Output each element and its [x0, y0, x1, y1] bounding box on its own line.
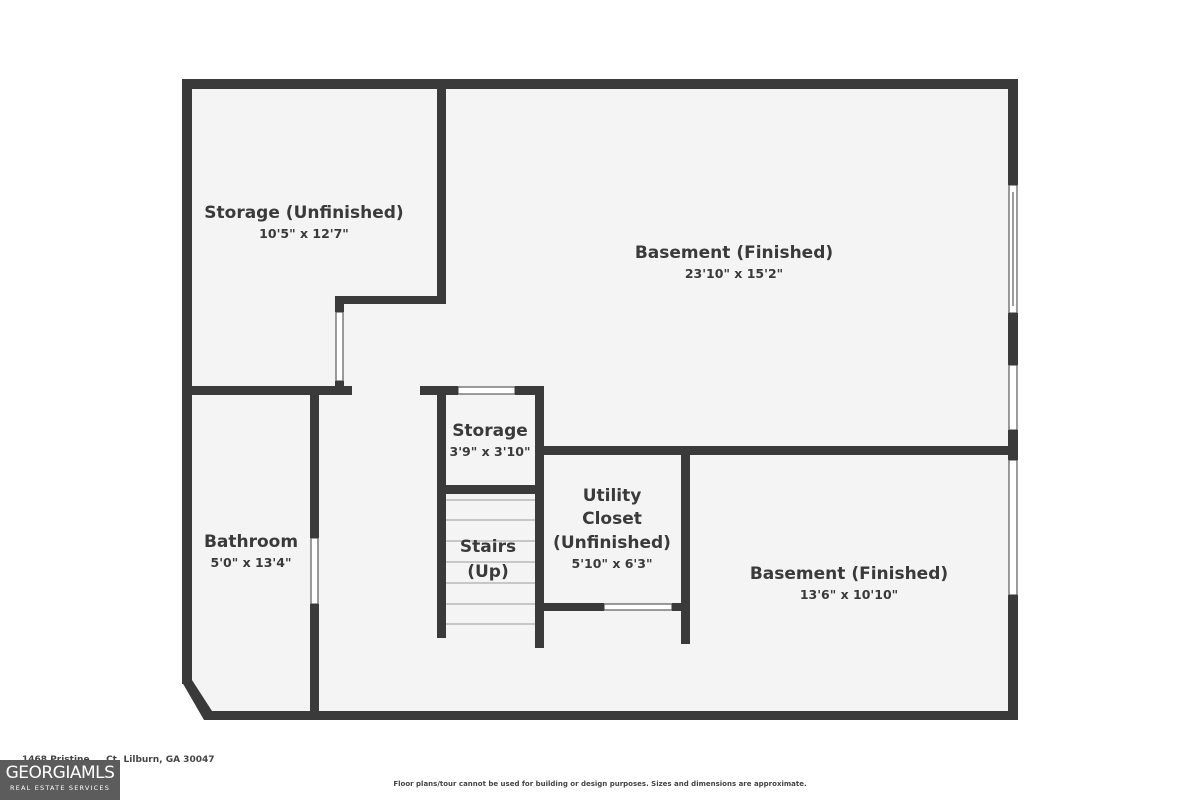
walls — [182, 79, 1018, 720]
svg-text:Storage (Unfinished): Storage (Unfinished) — [204, 203, 403, 223]
room-label-basement-finished-lower: Basement (Finished) 13'6" x 10'10" — [750, 564, 948, 602]
room-label-bathroom: Bathroom 5'0" x 13'4" — [204, 532, 298, 570]
outer-wall-right-a — [1008, 79, 1018, 185]
svg-text:23'10" x 15'2": 23'10" x 15'2" — [685, 266, 783, 281]
room-label-storage-small: Storage 3'9" x 3'10" — [450, 421, 531, 459]
svg-text:5'0" x 13'4": 5'0" x 13'4" — [211, 555, 292, 570]
outer-wall-top — [182, 79, 1018, 89]
outer-wall-right-d — [1008, 595, 1018, 720]
utility-wall-right — [681, 446, 690, 644]
outer-wall-bottom — [204, 711, 1018, 720]
room-label-basement-finished-main: Basement (Finished) 23'10" x 15'2" — [635, 243, 833, 281]
svg-text:13'6" x 10'10": 13'6" x 10'10" — [800, 587, 898, 602]
door-bathroom — [310, 537, 319, 605]
small-storage-wall-left — [437, 386, 446, 638]
svg-text:10'5" x 12'7": 10'5" x 12'7" — [259, 226, 349, 241]
svg-text:(Unfinished): (Unfinished) — [553, 533, 671, 553]
storage-wall-stub — [335, 296, 344, 312]
basement-divider-wall — [535, 446, 1013, 455]
outer-wall-right-b — [1008, 313, 1018, 365]
floor-area — [187, 84, 1013, 715]
disclaimer-text: Floor plans/tour cannot be used for buil… — [393, 780, 807, 788]
storage-wall-bottom — [187, 386, 352, 395]
svg-text:Stairs: Stairs — [460, 537, 516, 557]
svg-text:Basement (Finished): Basement (Finished) — [635, 243, 833, 263]
door-storage — [335, 311, 344, 382]
door-small-storage — [457, 386, 516, 395]
outer-wall-right-c — [1008, 430, 1018, 460]
svg-text:Utility: Utility — [583, 486, 642, 506]
doors — [310, 311, 673, 611]
svg-text:Basement (Finished): Basement (Finished) — [750, 564, 948, 584]
stair-treads — [446, 499, 535, 625]
window-right-lower — [1008, 459, 1018, 596]
svg-text:Storage: Storage — [452, 421, 528, 441]
door-utility — [603, 603, 673, 611]
outer-wall-left — [182, 79, 192, 684]
bathroom-wall-right-a — [310, 390, 319, 538]
outer-wall-corner — [182, 680, 212, 720]
svg-text:Bathroom: Bathroom — [204, 532, 298, 552]
utility-wall-bottom-b — [672, 603, 690, 611]
small-storage-wall-right — [535, 386, 544, 648]
window-right-mid — [1008, 364, 1018, 431]
svg-text:Closet: Closet — [582, 509, 642, 529]
room-label-storage-unfinished: Storage (Unfinished) 10'5" x 12'7" — [204, 203, 403, 241]
svg-text:5'10" x 6'3": 5'10" x 6'3" — [572, 556, 653, 571]
storage-wall-right — [437, 84, 446, 304]
small-storage-wall-top-b — [515, 386, 543, 395]
logo-subtitle: REAL ESTATE SERVICES — [9, 784, 111, 792]
storage-wall-step — [335, 296, 446, 304]
small-storage-wall-bottom — [437, 485, 544, 494]
bathroom-wall-right-b — [310, 604, 319, 718]
utility-wall-bottom-a — [540, 603, 604, 611]
logo-wordmark: GEORGIAMLS — [5, 763, 115, 783]
svg-text:3'9" x 3'10": 3'9" x 3'10" — [450, 444, 531, 459]
svg-text:(Up): (Up) — [467, 562, 509, 582]
georgia-mls-logo: GEORGIAMLS REAL ESTATE SERVICES — [0, 760, 120, 800]
room-label-stairs: Stairs (Up) — [460, 537, 516, 582]
room-label-utility-closet: Utility Closet (Unfinished) 5'10" x 6'3" — [553, 486, 671, 571]
